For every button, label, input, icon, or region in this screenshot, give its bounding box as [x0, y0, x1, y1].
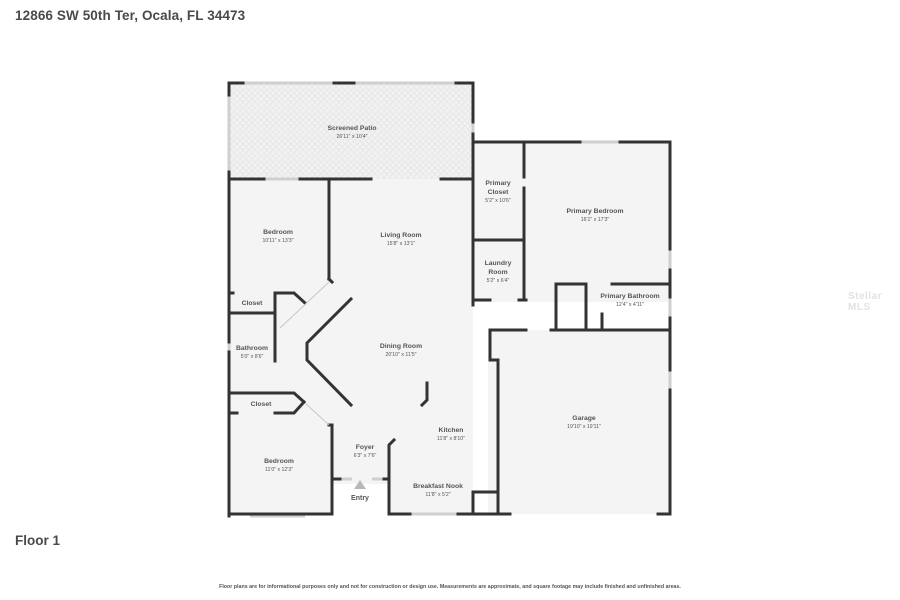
- room-dims-dining-room: 20'10" x 11'5": [386, 352, 417, 358]
- windows: [227, 81, 672, 518]
- walls: [227, 81, 672, 518]
- room-name-primary-bathroom: Primary Bathroom: [600, 293, 659, 300]
- room-dims-primary-bedroom: 16'1" x 17'3": [581, 217, 610, 223]
- room-name-kitchen: Kitchen: [439, 427, 464, 434]
- room-dims-screened-patio: 26'11" x 10'4": [337, 134, 368, 140]
- room-name-breakfast-nook: Breakfast Nook: [413, 483, 463, 490]
- room-dims-breakfast-nook: 11'8" x 5'2": [425, 492, 450, 498]
- room-dims-bedroom-2: 10'11" x 13'3": [263, 238, 294, 244]
- room-name-closet-1: Closet: [242, 300, 264, 307]
- room-dims-foyer: 6'3" x 7'6": [354, 453, 377, 459]
- entry-label: Entry: [351, 495, 369, 502]
- room-dims-primary-closet: 5'2" x 10'6": [485, 198, 511, 204]
- room-dims-primary-bathroom: 12'4" x 4'11": [616, 302, 644, 308]
- room-name-foyer: Foyer: [356, 444, 375, 451]
- room-dims-bedroom-3: 11'0" x 12'3": [265, 467, 293, 473]
- room-name-garage: Garage: [572, 415, 596, 422]
- room-name-laundry-line2: Room: [488, 269, 507, 276]
- room-name-screened-patio: Screened Patio: [327, 125, 376, 132]
- room-name-bedroom-3: Bedroom: [264, 458, 294, 465]
- entry-arrow-icon: [354, 480, 366, 489]
- room-labels: Screened Patio 26'11" x 10'4" Bedroom 10…: [236, 125, 660, 498]
- door-openings: [279, 281, 330, 426]
- floor-label: Floor 1: [15, 533, 61, 548]
- room-name-primary-bedroom: Primary Bedroom: [566, 208, 623, 215]
- room-name-dining-room: Dining Room: [380, 343, 422, 350]
- room-dims-bathroom: 5'0" x 8'6": [241, 354, 264, 360]
- floor-fills: [229, 142, 670, 514]
- room-name-primary-closet-line2: Closet: [488, 189, 510, 196]
- room-name-bathroom: Bathroom: [236, 345, 268, 352]
- room-name-closet-2: Closet: [251, 401, 273, 408]
- room-name-primary-closet-line1: Primary: [485, 180, 511, 187]
- property-address: 12866 SW 50th Ter, Ocala, FL 34473: [15, 8, 246, 23]
- room-name-living-room: Living Room: [380, 232, 421, 239]
- screened-patio-area: [229, 83, 473, 179]
- room-dims-laundry-room: 5'2" x 6'4": [487, 278, 510, 284]
- room-dims-kitchen: 11'8" x 8'10": [437, 436, 465, 442]
- watermark: Stellar MLS: [848, 291, 883, 313]
- room-name-bedroom-2: Bedroom: [263, 229, 293, 236]
- disclaimer: Floor plans are for informational purpos…: [219, 584, 681, 590]
- room-dims-living-room: 15'8" x 13'1": [387, 241, 416, 247]
- room-name-laundry-line1: Laundry: [485, 260, 512, 267]
- room-dims-garage: 19'10" x 19'11": [567, 424, 601, 430]
